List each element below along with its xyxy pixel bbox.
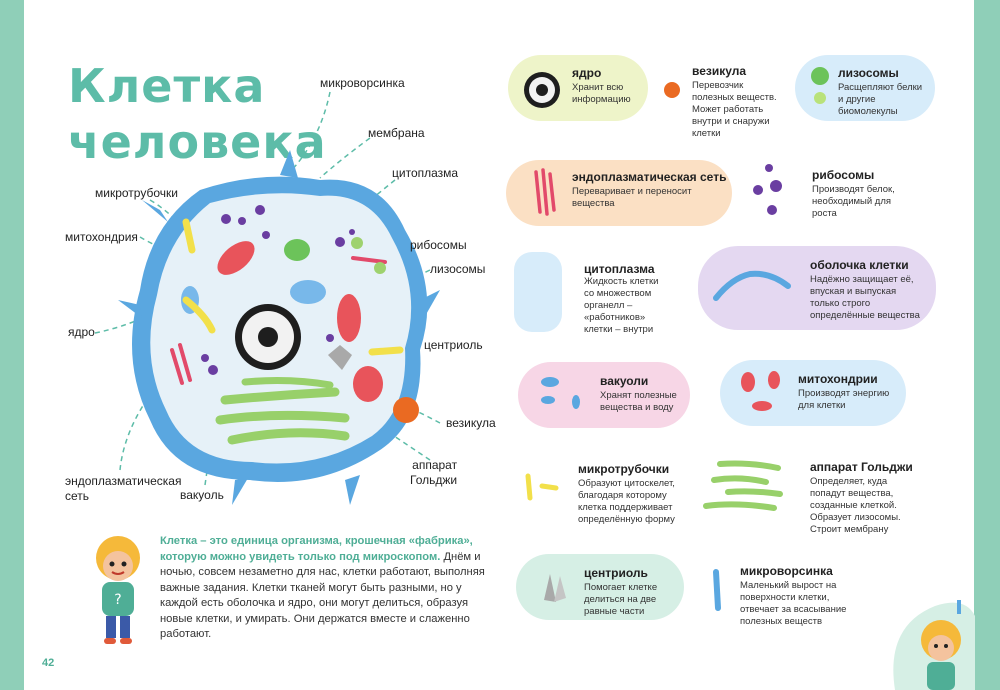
label-cytoplasm: цитоплазма bbox=[392, 166, 459, 180]
title-line-2: человека bbox=[68, 115, 327, 169]
card-golgi-title: аппарат Гольджи bbox=[810, 460, 913, 474]
card-lysosomes-text: Расщепляют белки и другие биомолекулы bbox=[838, 82, 923, 117]
card-cell-membrane-title: оболочка клетки bbox=[810, 258, 909, 272]
nucleus-icon bbox=[524, 72, 560, 108]
microvilli-icon bbox=[713, 569, 721, 611]
vesicle-icon bbox=[664, 82, 680, 98]
card-vacuoles bbox=[518, 362, 690, 428]
card-lysosomes-title: лизосомы bbox=[838, 66, 899, 80]
card-vacuoles-text: Хранят полезные вещества и воду bbox=[600, 390, 677, 413]
microtubules-icon bbox=[525, 473, 559, 501]
card-microtubules-title: микротрубочки bbox=[578, 462, 670, 476]
card-vesicle-title: везикула bbox=[692, 64, 747, 78]
card-mitochondria-title: митохондрии bbox=[798, 372, 878, 386]
intro-paragraph: Клетка – это единица организма, крошечна… bbox=[160, 534, 500, 643]
card-nucleus-text: Хранит всю информацию bbox=[572, 82, 631, 105]
card-cytoplasm-text: Жидкость клетки со множеством органелл –… bbox=[584, 276, 659, 335]
boy-character-corner-illustration bbox=[893, 600, 975, 690]
card-er-text: Переваривает и переносит вещества bbox=[572, 186, 692, 209]
card-mitochondria bbox=[720, 360, 906, 426]
page-number: 42 bbox=[42, 657, 55, 669]
label-membrane: мембрана bbox=[368, 126, 425, 140]
label-microvilli: микроворсинка bbox=[320, 76, 405, 90]
label-vacuole: вакуоль bbox=[180, 488, 224, 502]
intro-body: Днём и ночью, совсем незаметно для нас, … bbox=[160, 550, 485, 641]
card-cell-membrane bbox=[698, 246, 936, 330]
page-title: Клетка человека bbox=[68, 58, 327, 170]
label-er-line1: эндоплазматическая bbox=[65, 474, 182, 488]
label-ribosomes: рибосомы bbox=[410, 238, 467, 252]
card-vacuoles-title: вакуоли bbox=[600, 374, 649, 388]
card-ribosomes-text: Производят белок, необходимый для роста bbox=[812, 184, 895, 219]
mitochondria-icon bbox=[741, 371, 780, 411]
intro-highlight: Клетка – это единица организма, крошечна… bbox=[160, 535, 473, 563]
card-centriole-title: центриоль bbox=[584, 566, 648, 580]
card-cell-membrane-text: Надёжно защищает её, впуская и выпуская … bbox=[810, 274, 920, 321]
centriole-icon bbox=[544, 574, 566, 602]
lysosomes-icon bbox=[811, 67, 829, 104]
label-vesicle: везикула bbox=[446, 416, 496, 430]
label-er: эндоплазматическая сеть bbox=[65, 474, 181, 504]
label-nucleus: ядро bbox=[68, 325, 95, 339]
card-ribosomes-title: рибосомы bbox=[812, 168, 875, 182]
card-microtubules-text: Образуют цитоскелет, благодаря которому … bbox=[578, 478, 675, 525]
membrane-icon bbox=[713, 270, 791, 301]
card-centriole bbox=[516, 554, 684, 620]
label-golgi: аппарат Гольджи bbox=[410, 458, 457, 488]
svg-text:?: ? bbox=[114, 592, 121, 608]
golgi-icon bbox=[703, 460, 783, 511]
ribosomes-icon bbox=[753, 164, 782, 215]
card-er-title: эндоплазматическая сеть bbox=[572, 170, 727, 184]
label-golgi-line2: Гольджи bbox=[410, 473, 458, 487]
label-er-line2: сеть bbox=[65, 489, 90, 503]
cytoplasm-icon bbox=[514, 252, 562, 332]
er-icon bbox=[534, 168, 556, 216]
card-nucleus-title: ядро bbox=[572, 66, 602, 80]
card-vesicle-text: Перевозчик полезных веществ. Может работ… bbox=[692, 80, 777, 139]
card-microvilli-text: Маленький вырост на поверхности клетки, … bbox=[740, 580, 847, 627]
title-line-1: Клетка bbox=[68, 59, 266, 113]
boy-character-illustration: ? bbox=[96, 536, 140, 644]
label-mitochondria: митохондрия bbox=[65, 230, 138, 244]
card-cytoplasm-title: цитоплазма bbox=[584, 262, 655, 276]
card-mitochondria-text: Производят энергию для клетки bbox=[798, 388, 890, 411]
card-lysosomes bbox=[795, 55, 935, 121]
label-centriole: центриоль bbox=[424, 338, 483, 352]
vacuoles-icon bbox=[541, 377, 580, 409]
card-microvilli-title: микроворсинка bbox=[740, 564, 833, 578]
label-lysosomes: лизосомы bbox=[430, 262, 486, 276]
label-golgi-line1: аппарат bbox=[412, 458, 458, 472]
card-centriole-text: Помогает клетке делиться на две равные ч… bbox=[584, 582, 658, 617]
right-edge-strip bbox=[974, 0, 1000, 690]
label-microtubules: микротрубочки bbox=[95, 186, 178, 200]
card-golgi-text: Определяет, куда попадут вещества, созда… bbox=[810, 476, 901, 535]
left-edge-strip bbox=[0, 0, 24, 690]
